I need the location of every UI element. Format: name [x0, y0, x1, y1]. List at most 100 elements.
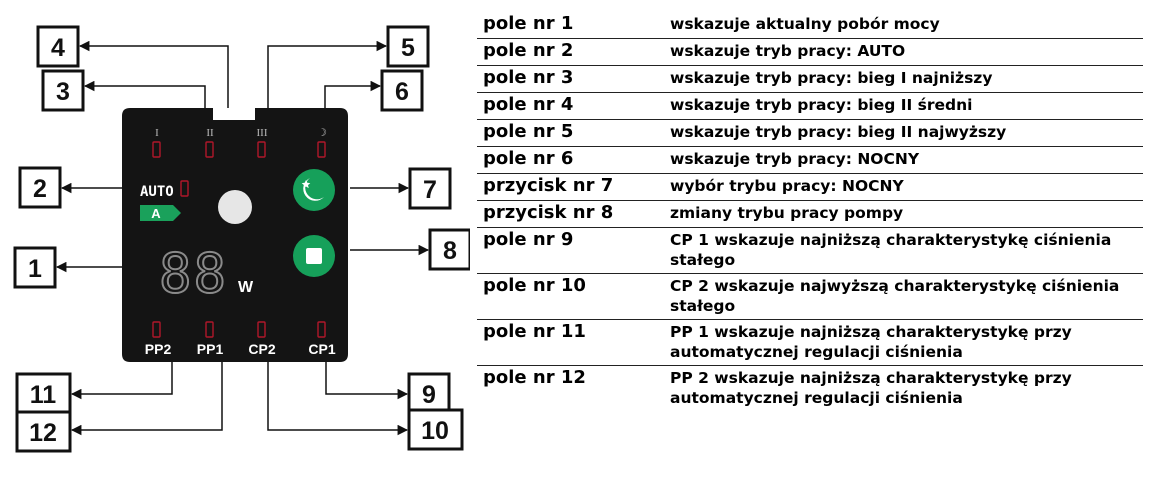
callout-number-9: 9 [422, 381, 436, 409]
callout-number-11: 11 [30, 381, 57, 409]
leader-9 [325, 362, 409, 400]
callout-number-12: 12 [29, 419, 57, 447]
legend-desc: PP 2 wskazuje najniższą charakterystykę … [670, 369, 1072, 407]
leader-3 [83, 80, 206, 108]
legend-desc: wskazuje tryb pracy: bieg II średni [670, 96, 973, 114]
callout-box-4 [36, 25, 80, 68]
callout-number-6: 6 [395, 78, 409, 106]
callout-box-8 [428, 228, 470, 271]
legend-key: przycisk nr 7 [483, 175, 614, 196]
leader-11 [70, 362, 173, 400]
legend-key: pole nr 1 [483, 13, 574, 34]
legend-row: pole nr 1 wskazuje aktualny pobór mocy [477, 12, 1143, 39]
callout-boxes: 4 5 3 6 2 7 8 1 11 9 12 10 [13, 25, 470, 453]
legend-row: pole nr 3 wskazuje tryb pracy: bieg I na… [477, 66, 1143, 93]
mode-label-cp2: CP2 [248, 341, 275, 357]
callout-box-3 [41, 69, 85, 112]
star-icon [301, 180, 311, 189]
callout-box-9 [407, 372, 451, 415]
display-panel [122, 108, 348, 362]
legend-row: pole nr 2 wskazuje tryb pracy: AUTO [477, 39, 1143, 66]
speed-mark-1: I [155, 127, 159, 139]
callout-box-12 [15, 410, 72, 453]
mode-labels: PP2 PP1 CP2 CP1 [145, 341, 336, 357]
led-speed-3 [257, 141, 266, 158]
legend-row: pole nr 9 CP 1 wskazuje najniższą charak… [477, 228, 1143, 274]
legend-row: przycisk nr 8 zmiany trybu pracy pompy [477, 201, 1143, 228]
auto-label: AUTO [140, 184, 174, 200]
legend-desc: wskazuje aktualny pobór mocy [670, 15, 940, 33]
legend-row: pole nr 5 wskazuje tryb pracy: bieg II n… [477, 120, 1143, 147]
legend-row: pole nr 10 CP 2 wskazuje najwyższą chara… [477, 274, 1143, 320]
led-night [317, 141, 326, 158]
night-mode-button[interactable] [293, 169, 335, 211]
callout-box-7 [408, 167, 452, 210]
callout-number-2: 2 [33, 175, 47, 203]
leader-6 [324, 80, 382, 108]
legend-key: pole nr 6 [483, 148, 574, 169]
legend-key: pole nr 11 [483, 321, 586, 342]
legend-desc: wskazuje tryb pracy: AUTO [670, 42, 906, 60]
auto-badge-text: A [151, 206, 161, 221]
leader-12 [70, 362, 223, 436]
callout-number-5: 5 [401, 34, 415, 62]
legend-key: pole nr 5 [483, 121, 574, 142]
legend-key: pole nr 9 [483, 229, 574, 250]
legend-desc: wskazuje tryb pracy: NOCNY [670, 150, 920, 168]
legend-desc: zmiany trybu pracy pompy [670, 204, 904, 222]
callout-number-7: 7 [423, 176, 437, 204]
mode-label-cp1: CP1 [308, 341, 335, 357]
callout-box-6 [380, 69, 424, 112]
moon-icon [303, 178, 324, 201]
legend-desc: PP 1 wskazuje najniższą charakterystykę … [670, 323, 1072, 361]
callout-box-11 [15, 372, 72, 415]
control-panel-diagram: I II III ☽ AUTO A 88 W PP2 PP1 CP2 CP1 [13, 25, 470, 453]
led-pp1 [205, 321, 214, 338]
square-icon [306, 248, 322, 264]
callout-number-4: 4 [51, 34, 65, 62]
bottom-leds [152, 321, 326, 338]
legend-key: pole nr 10 [483, 275, 586, 296]
leader-lines [55, 40, 430, 436]
legend-key: pole nr 4 [483, 94, 574, 115]
legend-key: pole nr 2 [483, 40, 574, 61]
legend-row: przycisk nr 7 wybór trybu pracy: NOCNY [477, 174, 1143, 201]
legend-desc: CP 1 wskazuje najniższą charakterystykę … [670, 231, 1112, 269]
led-speed-1 [152, 141, 161, 158]
leader-5 [267, 40, 388, 108]
callout-box-2 [18, 166, 62, 209]
legend-desc: wskazuje tryb pracy: bieg I najniższy [670, 69, 993, 87]
mode-label-pp2: PP2 [145, 341, 172, 357]
led-cp2 [257, 321, 266, 338]
leader-10 [267, 362, 409, 436]
legend-row: pole nr 4 wskazuje tryb pracy: bieg II ś… [477, 93, 1143, 120]
leader-4 [78, 40, 229, 108]
legend-key: przycisk nr 8 [483, 202, 614, 223]
speed-marks: I II III ☽ [155, 127, 327, 139]
power-display-digits: 88 [159, 242, 228, 305]
callout-box-10 [407, 408, 464, 451]
top-leds [152, 141, 326, 158]
legend-key: pole nr 3 [483, 67, 574, 88]
mode-label-pp1: PP1 [197, 341, 224, 357]
callout-number-10: 10 [421, 417, 449, 445]
auto-badge [140, 205, 181, 221]
led-speed-2 [205, 141, 214, 158]
legend-desc: CP 2 wskazuje najwyższą charakterystykę … [670, 277, 1120, 315]
callout-number-1: 1 [28, 255, 42, 283]
speed-mark-3: III [257, 127, 268, 139]
power-display-unit: W [238, 279, 254, 296]
led-cp1 [317, 321, 326, 338]
legend-key: pole nr 12 [483, 367, 586, 388]
callout-number-8: 8 [443, 237, 457, 265]
speed-mark-night: ☽ [317, 127, 327, 139]
legend-desc: wybór trybu pracy: NOCNY [670, 177, 904, 195]
legend-row: pole nr 11 PP 1 wskazuje najniższą chara… [477, 320, 1143, 366]
callout-number-3: 3 [56, 78, 70, 106]
callout-box-5 [386, 25, 430, 68]
legend-row: pole nr 6 wskazuje tryb pracy: NOCNY [477, 147, 1143, 174]
speed-mark-2: II [206, 127, 214, 139]
auto-led [180, 180, 189, 197]
legend-row: pole nr 12 PP 2 wskazuje najniższą chara… [477, 366, 1143, 410]
center-indicator [218, 190, 252, 224]
